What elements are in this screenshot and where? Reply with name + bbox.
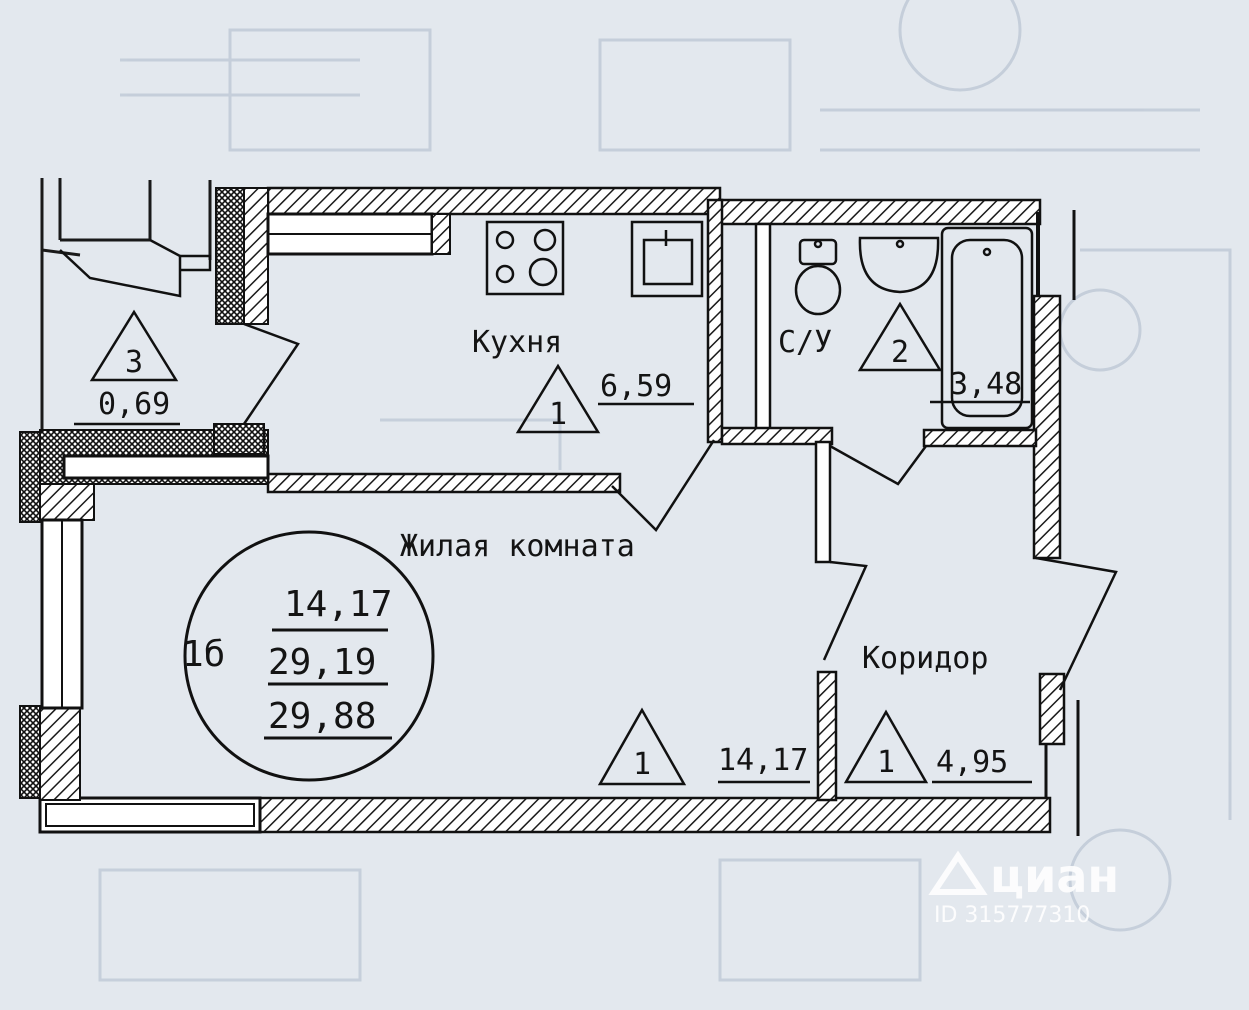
corridor-area: 4,95 <box>936 745 1008 780</box>
corridor-name: Коридор <box>862 641 988 676</box>
living-area: 14,17 <box>718 743 808 778</box>
living-marker: 1 <box>633 747 651 782</box>
room-bathroom: С/У 2 3,48 <box>778 301 1030 404</box>
toilet-icon <box>794 238 842 316</box>
room-living: Жилая комната 1 14,17 <box>400 529 810 786</box>
watermark-brand: циан <box>990 849 1119 903</box>
bathroom-marker: 2 <box>891 335 909 370</box>
sink-icon <box>630 220 704 298</box>
living-name: Жилая комната <box>400 529 635 564</box>
cian-logo-icon <box>928 850 988 895</box>
total-area-summary: 29,19 <box>268 642 376 683</box>
kitchen-marker: 1 <box>549 397 567 432</box>
kitchen-name: Кухня <box>472 325 562 360</box>
background-faint-drawing <box>98 0 1232 982</box>
balcony-area: 0,69 <box>98 387 170 422</box>
interior-walls <box>39 198 1038 802</box>
apartment-code: 1б <box>182 634 225 675</box>
bathtub-icon <box>940 226 1034 430</box>
washbasin-icon <box>858 236 940 294</box>
living-area-summary: 14,17 <box>284 584 392 625</box>
corridor-marker: 1 <box>877 745 895 780</box>
bathroom-marker-triangle <box>857 301 943 372</box>
corridor-marker-triangle <box>843 709 929 784</box>
balcony-marker-triangle <box>89 309 179 382</box>
watermark-id: ID 315777310 <box>934 903 1090 928</box>
room-kitchen: Кухня 1 6,59 <box>472 325 694 434</box>
kitchen-marker-triangle <box>515 363 601 434</box>
room-corridor: Коридор 1 4,95 <box>843 641 1032 784</box>
apartment-summary: 1б 14,17 29,19 29,88 <box>182 530 435 782</box>
stove-icon <box>485 220 565 296</box>
kitchen-area: 6,59 <box>600 369 672 404</box>
living-marker-triangle <box>597 707 687 786</box>
room-balcony: 3 0,69 <box>74 309 180 426</box>
cian-watermark: циан ID 315777310 <box>928 849 1119 928</box>
exterior-walls <box>19 186 1080 836</box>
bathroom-name: С/У <box>778 325 832 360</box>
doors <box>59 238 1118 691</box>
total-area-balcony-summary: 29,88 <box>268 696 376 737</box>
bathroom-area: 3,48 <box>950 367 1022 402</box>
balcony-marker: 3 <box>125 345 143 380</box>
